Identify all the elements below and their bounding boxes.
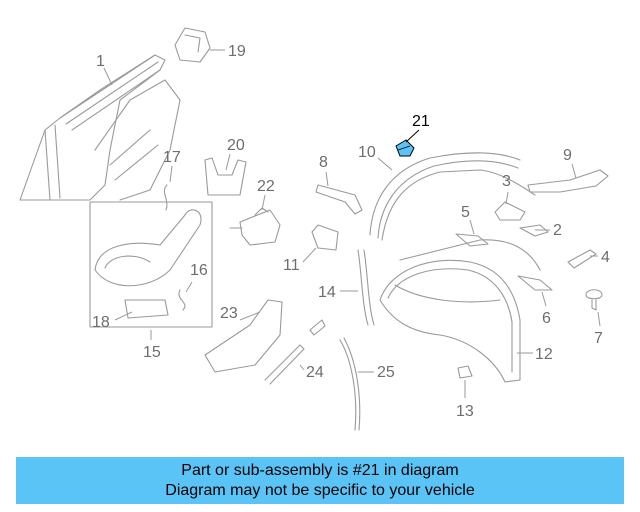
part-22-actuator	[229, 207, 281, 246]
part-2-clip	[519, 224, 549, 237]
callout-8: 8	[319, 154, 328, 171]
callout-3: 3	[502, 173, 511, 190]
callout-10: 10	[358, 144, 376, 161]
leader-5	[469, 219, 475, 235]
leader-6	[541, 291, 547, 307]
leader-8	[325, 171, 329, 187]
part-20-bracket	[204, 157, 247, 196]
callout-24: 24	[306, 364, 324, 381]
banner-line-2: Diagram may not be specific to your vehi…	[165, 482, 475, 499]
part-9-bracket	[527, 169, 609, 193]
callout-15: 15	[143, 344, 161, 361]
callout-14: 14	[318, 284, 336, 301]
part-10-arch-liner	[369, 152, 536, 241]
part-24-strip	[264, 319, 326, 385]
part-1-quarter-panel	[19, 54, 181, 201]
part-11-panel	[311, 224, 339, 251]
part-6-bracket	[517, 275, 553, 291]
leader-17	[169, 165, 173, 183]
callout-23: 23	[220, 305, 238, 322]
callout-2: 2	[553, 222, 562, 239]
callout-12: 12	[535, 346, 553, 363]
leader-23	[239, 311, 261, 321]
callout-20: 20	[227, 137, 245, 154]
callout-7: 7	[594, 330, 603, 347]
part-15-fuel-door-box	[89, 201, 213, 328]
leader-22	[261, 194, 266, 211]
banner-line-1: Part or sub-assembly is #21 in diagram	[181, 462, 459, 479]
leader-18	[114, 311, 133, 321]
callout-1: 1	[96, 53, 105, 70]
callout-13: 13	[456, 403, 474, 420]
callout-9: 9	[563, 147, 572, 164]
leader-16	[185, 281, 193, 293]
leader-3	[505, 191, 509, 205]
callout-21: 21	[412, 113, 430, 130]
callout-11: 11	[283, 257, 300, 274]
leader-1	[103, 67, 113, 86]
leader-20	[225, 153, 231, 171]
part-12-wheelhouse	[379, 239, 541, 383]
leader-10	[377, 157, 393, 171]
part-4-bracket	[567, 249, 597, 269]
leader-7	[597, 311, 601, 327]
callout-6: 6	[542, 310, 551, 327]
part-21-fastener	[395, 139, 415, 157]
callout-25: 25	[377, 364, 395, 381]
part-23-inner-panel	[204, 299, 283, 373]
leader-24	[299, 364, 305, 371]
leader-11	[302, 247, 317, 263]
callout-5: 5	[461, 204, 470, 221]
part-13-clip	[457, 365, 473, 379]
callout-17: 17	[163, 149, 181, 166]
info-banner: Part or sub-assembly is #21 in diagram D…	[16, 457, 624, 504]
leader-21	[405, 129, 420, 143]
part-17-hose	[163, 184, 168, 211]
callout-18: 18	[92, 314, 110, 331]
part-14-trim	[357, 249, 375, 326]
part-3-bracket	[494, 201, 526, 221]
leader-9	[571, 163, 577, 179]
callout-19: 19	[228, 43, 246, 60]
part-5-bracket	[455, 233, 489, 247]
parts-diagram: 1 19 17 20 22 16 18 15 23 24 25	[19, 27, 610, 431]
callout-4: 4	[601, 249, 610, 266]
part-8-bracket	[315, 184, 363, 215]
callout-22: 22	[257, 178, 275, 195]
callout-16: 16	[190, 262, 208, 279]
part-25-trim	[339, 337, 361, 431]
part-7-push-pin	[585, 289, 603, 311]
part-19-bracket	[174, 27, 211, 63]
